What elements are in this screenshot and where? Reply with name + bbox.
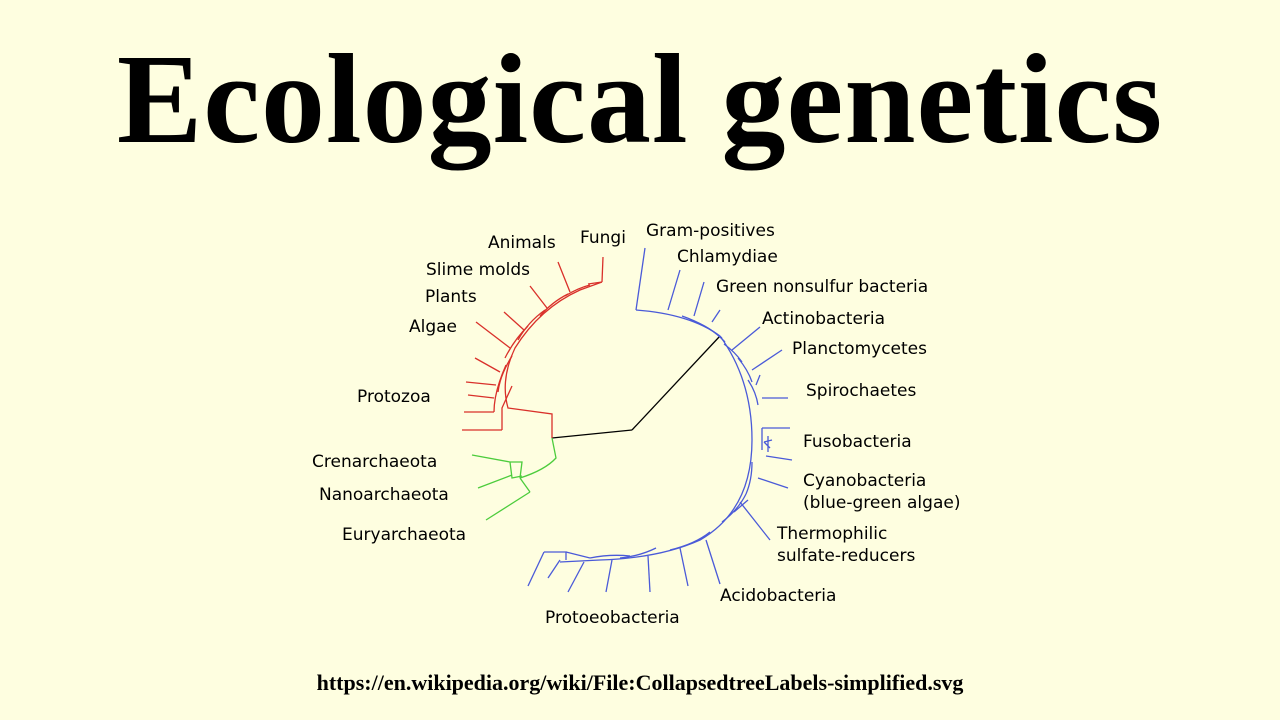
bacteria-clade — [527, 247, 793, 593]
cyanobacteria-subarc — [745, 461, 753, 495]
label-euryarchaeota: Euryarchaeota — [342, 525, 466, 545]
protozoa-subarc-2 — [501, 385, 513, 430]
label-fungi: Fungi — [580, 228, 626, 248]
animals-branch — [557, 261, 571, 293]
label-animals: Animals — [488, 233, 556, 253]
source-url: https://en.wikipedia.org/wiki/File:Colla… — [316, 670, 964, 695]
protoeobacteria-subarc-3 — [544, 551, 567, 560]
planctomycetes-subarc — [737, 357, 753, 383]
label-cyanobacteria-1: Cyanobacteria — [803, 471, 926, 491]
crenarchaeota-subarc — [509, 461, 523, 479]
label-gram-positives: Gram-positives — [646, 221, 775, 241]
label-spirochaetes: Spirochaetes — [806, 381, 916, 401]
label-green-nonsulfur: Green nonsulfur bacteria — [716, 277, 928, 297]
label-thermophilic-1: Thermophilic — [776, 524, 887, 544]
chlamydiae-branch — [667, 269, 681, 311]
green-nonsulfur-branch-2 — [711, 309, 721, 323]
root-branch — [551, 429, 633, 439]
label-nanoarchaeota: Nanoarchaeota — [319, 485, 449, 505]
bacteria-arc — [559, 335, 753, 563]
protoeobacteria-branch-4 — [547, 559, 561, 579]
protoeobacteria-subarc-4 — [619, 547, 657, 559]
slime-molds-branch — [529, 285, 548, 309]
crenarchaeota-branch — [471, 454, 511, 463]
euryarchaeota-branch — [485, 491, 531, 521]
label-planctomycetes: Planctomycetes — [792, 339, 927, 359]
label-slime-molds: Slime molds — [426, 260, 530, 280]
protoeobacteria-branch-5 — [527, 551, 545, 587]
thermophilic-branch-2 — [733, 499, 749, 513]
acidobacteria-branch-2 — [679, 547, 689, 587]
green-nonsulfur-subarc — [689, 319, 726, 343]
protozoa-branch-3 — [467, 394, 495, 399]
protoeobacteria-branch-2 — [605, 559, 613, 593]
protoeobacteria-subarc-1 — [589, 554, 631, 559]
plants-subarc — [517, 309, 546, 341]
eukaryota-clade — [462, 256, 604, 438]
gram-positives-subarc — [635, 309, 721, 337]
fungi-subarc — [587, 281, 603, 285]
fusobacteria-subarc — [761, 428, 771, 452]
archaea-clade — [471, 437, 557, 521]
label-plants: Plants — [425, 287, 477, 307]
label-actinobacteria: Actinobacteria — [762, 309, 885, 329]
green-nonsulfur-branch-1 — [693, 281, 705, 317]
protoeobacteria-subarc-2 — [565, 551, 591, 559]
archaea-subarc — [510, 461, 531, 493]
root-branch-bacteria — [631, 335, 721, 431]
archaea-arc — [519, 437, 557, 479]
cyanobacteria-branch — [757, 477, 789, 489]
protozoa-branch-2 — [465, 381, 497, 386]
fungi-branch — [601, 256, 604, 283]
label-thermophilic-2: sulfate-reducers — [777, 546, 915, 566]
label-protozoa: Protozoa — [357, 387, 431, 407]
plants-branch — [503, 311, 525, 331]
thermophilic-subarc — [721, 493, 747, 523]
eukaryota-arc — [504, 281, 603, 438]
label-fusobacteria: Fusobacteria — [803, 432, 912, 452]
acidobacteria-subarc — [669, 531, 711, 551]
fusobacteria-branch-3 — [765, 455, 793, 461]
label-crenarchaeota: Crenarchaeota — [312, 452, 437, 472]
page-title: Ecological genetics — [116, 28, 1164, 170]
protozoa-subarc-3 — [497, 355, 513, 393]
actinobacteria-branch — [731, 326, 761, 351]
protoeobacteria-branch-1 — [647, 555, 651, 593]
tree-labels: Fungi Animals Slime molds Plants Algae P… — [312, 221, 960, 628]
planctomycetes-branch — [751, 349, 783, 371]
spirochaetes-subarc — [747, 379, 759, 406]
label-acidobacteria: Acidobacteria — [720, 586, 836, 606]
label-algae: Algae — [409, 317, 457, 337]
thermophilic-branch-1 — [739, 501, 771, 541]
gram-positives-branch — [635, 247, 646, 311]
label-chlamydiae: Chlamydiae — [677, 247, 778, 267]
spirochaetes-branch-1 — [755, 374, 761, 386]
root-branches — [551, 335, 721, 439]
label-protoeobacteria: Protoeobacteria — [545, 608, 680, 628]
actinobacteria-subarc — [723, 343, 743, 363]
acidobacteria-branch-1 — [705, 539, 721, 585]
algae-branch — [475, 321, 511, 349]
nanoarchaeota-branch — [477, 474, 513, 489]
protozoa-branch-1 — [474, 357, 501, 373]
label-cyanobacteria-2: (blue-green algae) — [803, 493, 960, 513]
algae-subarc — [504, 325, 529, 359]
protoeobacteria-branch-3 — [567, 561, 585, 593]
slime-molds-subarc — [539, 293, 569, 317]
